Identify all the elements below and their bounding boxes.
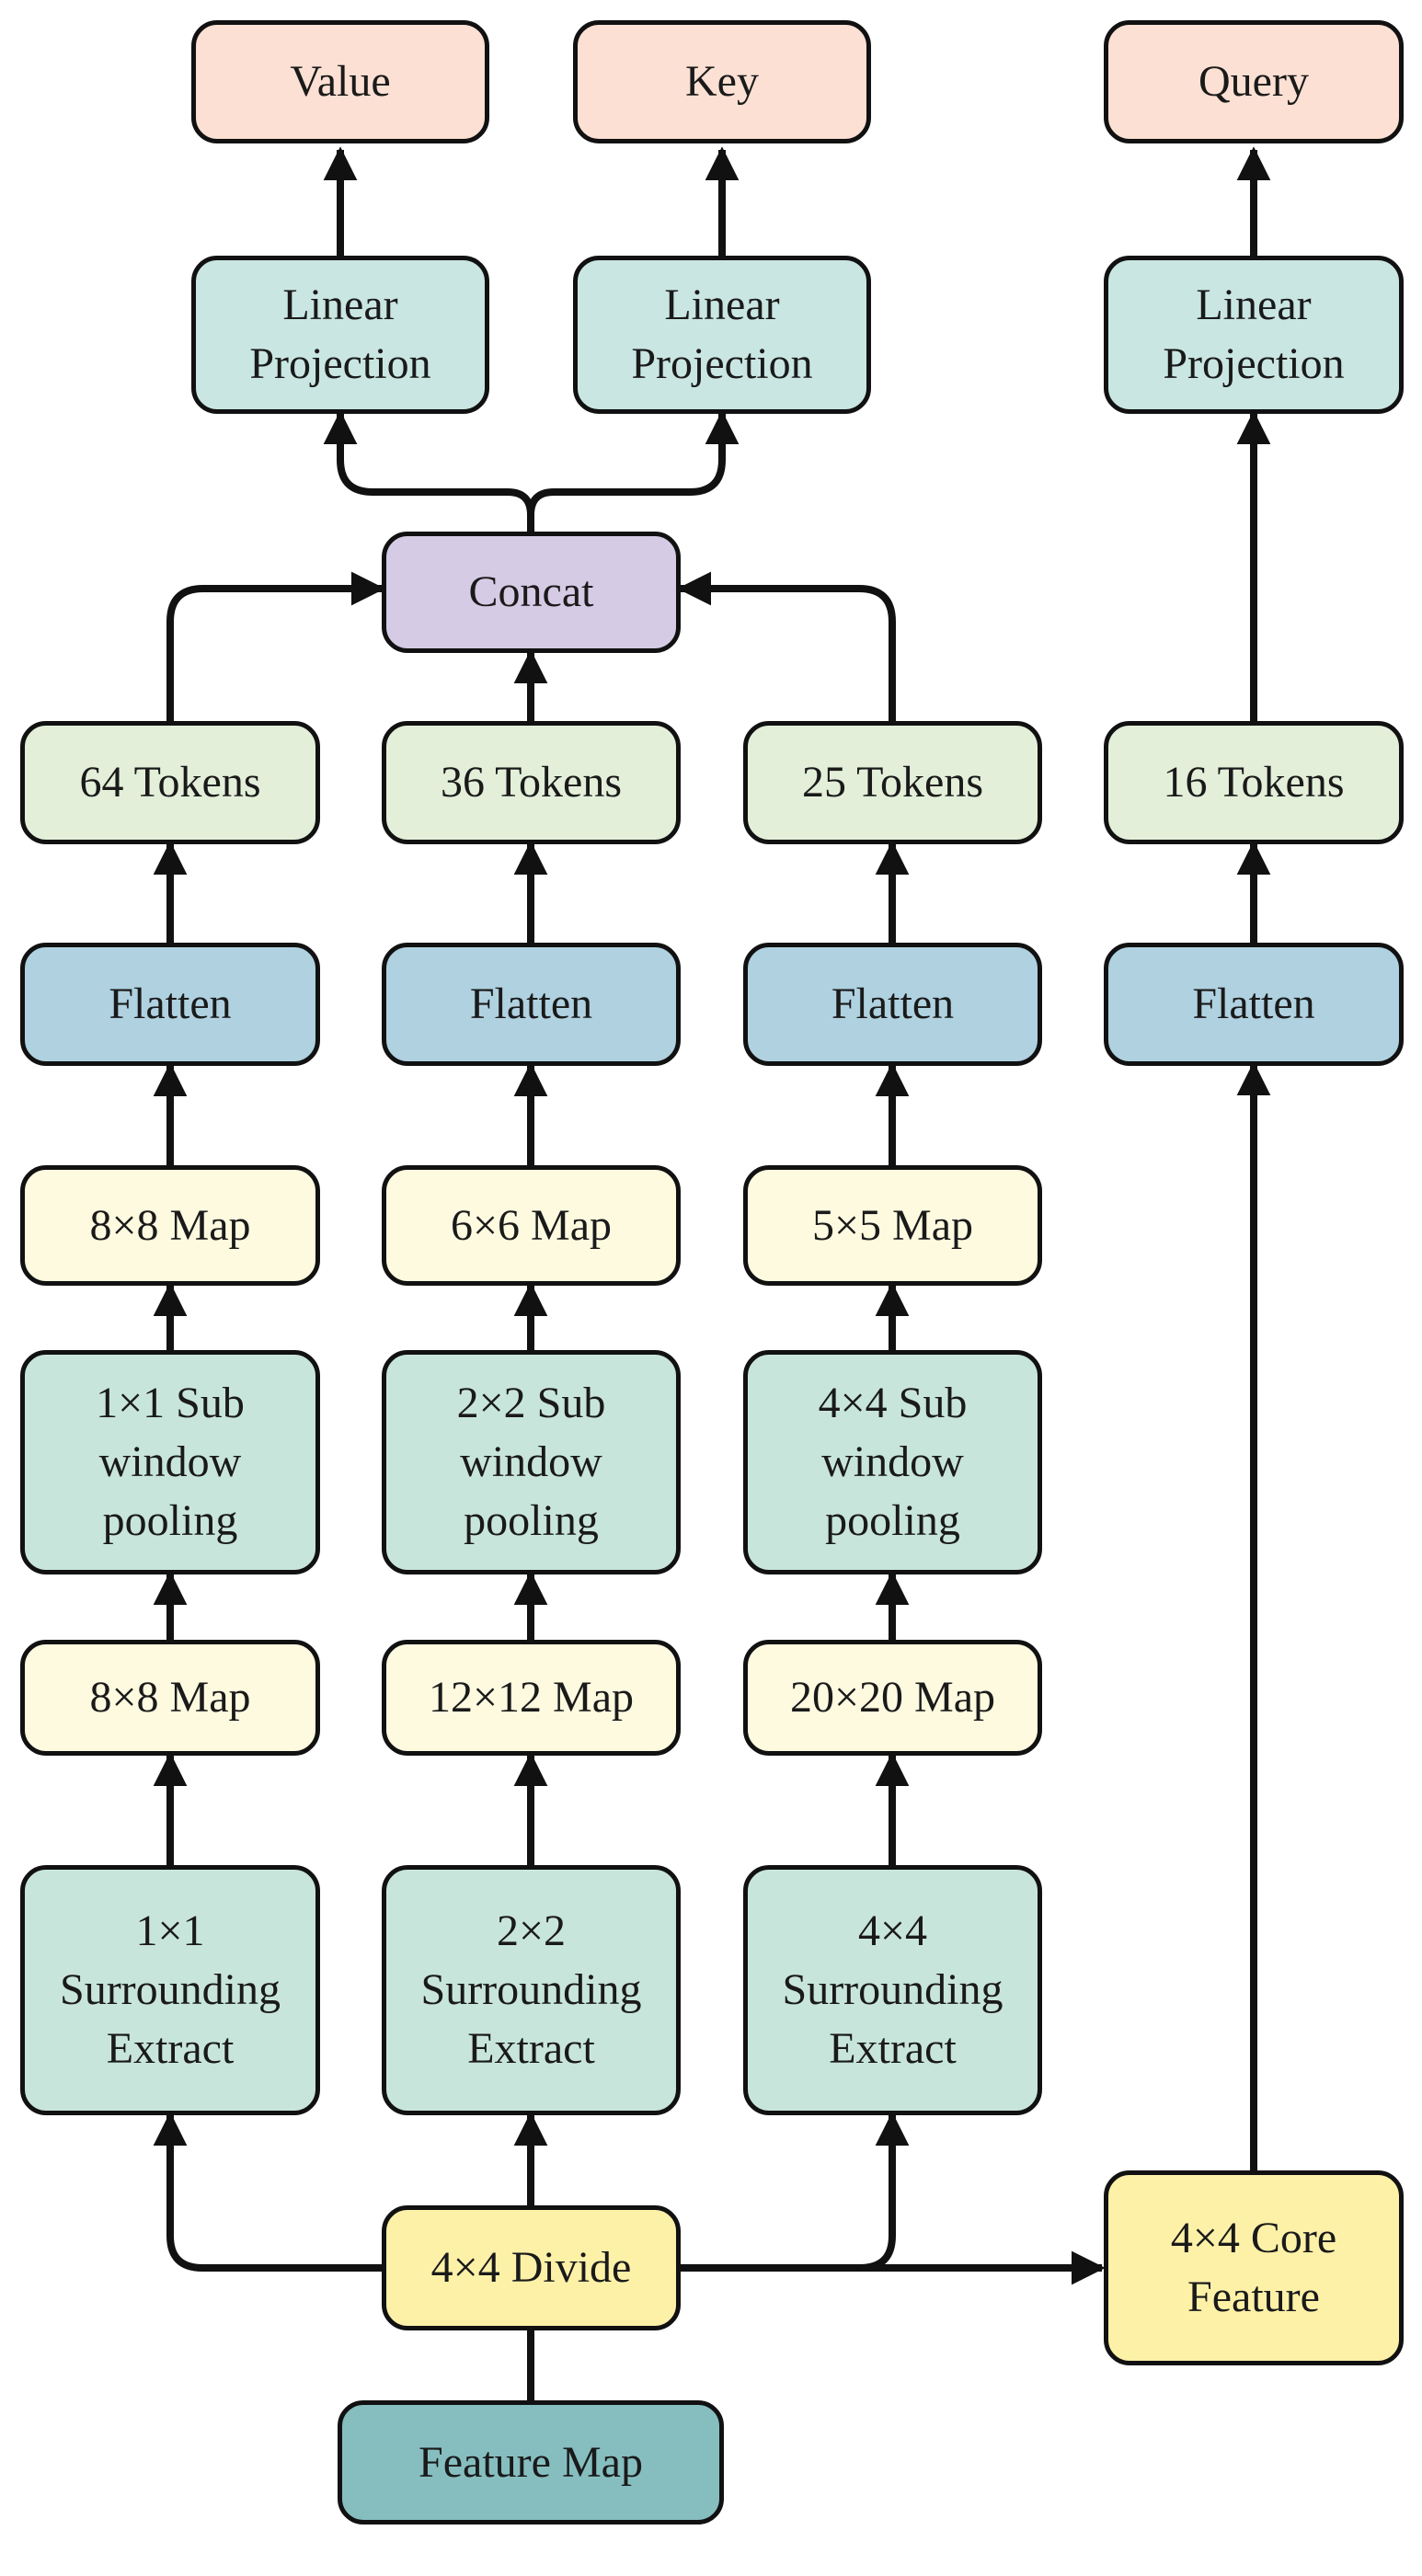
arrow-concat-to-proj-value: [323, 410, 534, 532]
map-in-node-2: 12×12 Map: [382, 1640, 681, 1756]
linear-projection-query: Linear Projection: [1104, 256, 1404, 414]
map-out-node-2: 6×6 Map: [382, 1165, 681, 1286]
feature-map-node: Feature Map: [338, 2400, 724, 2524]
tokens-64-node: 64 Tokens: [20, 721, 320, 844]
flatten-node-3: Flatten: [743, 943, 1042, 1066]
arrow-divide-to-extract-3: [678, 2112, 910, 2272]
pooling-node-3: 4×4 Sub window pooling: [743, 1350, 1042, 1574]
extract-node-3: 4×4 Surrounding Extract: [743, 1865, 1042, 2115]
linear-projection-value: Linear Projection: [191, 256, 489, 414]
tokens-36-node: 36 Tokens: [382, 721, 681, 844]
map-in-node-3: 20×20 Map: [743, 1640, 1042, 1756]
concat-node: Concat: [382, 532, 681, 653]
map-out-node-3: 5×5 Map: [743, 1165, 1042, 1286]
key-node: Key: [573, 20, 871, 143]
flatten-node-2: Flatten: [382, 943, 681, 1066]
value-node: Value: [191, 20, 489, 143]
arrow-divide-to-extract-1: [153, 2112, 384, 2272]
query-node: Query: [1104, 20, 1404, 143]
arrow-tokens-64-to-concat: [166, 571, 385, 721]
divide-node: 4×4 Divide: [382, 2205, 681, 2330]
core-feature-node: 4×4 Core Feature: [1104, 2170, 1404, 2365]
flatten-node-1: Flatten: [20, 943, 320, 1066]
pooling-node-1: 1×1 Sub window pooling: [20, 1350, 320, 1574]
map-out-node-1: 8×8 Map: [20, 1165, 320, 1286]
extract-node-1: 1×1 Surrounding Extract: [20, 1865, 320, 2115]
tokens-16-node: 16 Tokens: [1104, 721, 1404, 844]
map-in-node-1: 8×8 Map: [20, 1640, 320, 1756]
pooling-node-2: 2×2 Sub window pooling: [382, 1350, 681, 1574]
tokens-25-node: 25 Tokens: [743, 721, 1042, 844]
linear-projection-key: Linear Projection: [573, 256, 871, 414]
arrow-tokens-25-to-concat: [677, 571, 896, 721]
extract-node-2: 2×2 Surrounding Extract: [382, 1865, 681, 2115]
flatten-node-4: Flatten: [1104, 943, 1404, 1066]
arrow-concat-to-proj-key: [527, 410, 740, 532]
